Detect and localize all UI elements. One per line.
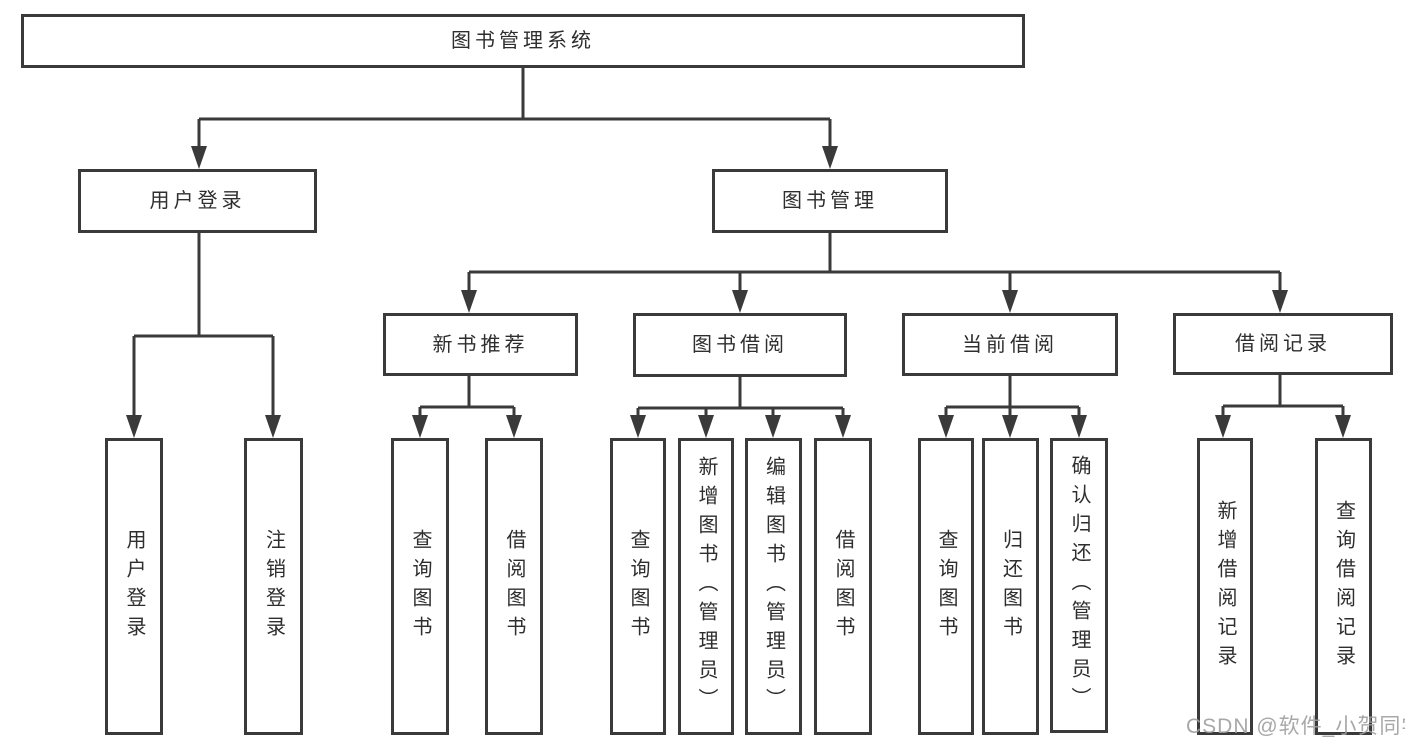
- leaf-query-books-recommend: 查询图书: [391, 438, 449, 735]
- connector-borrowing-records-children: [1221, 375, 1345, 418]
- leaf-user-login: 用户登录: [105, 438, 163, 735]
- leaf-borrow-books-borrowing: 借阅图书: [814, 438, 872, 735]
- leaf-logout: 注销登录: [244, 438, 303, 735]
- leaf-query-borrow-record-label: 查询借阅记录: [1332, 499, 1355, 674]
- leaf-query-books-borrowing-label: 查询图书: [627, 528, 649, 645]
- leaf-add-borrow-record: 新增借阅记录: [1197, 438, 1253, 735]
- node-user-login: 用户登录: [78, 169, 317, 233]
- leaf-confirm-return-admin: 确认归还（管理员）: [1050, 438, 1108, 733]
- node-book-management: 图书管理: [712, 169, 948, 233]
- node-book-borrowing-label: 图书借阅: [692, 334, 788, 356]
- node-root: 图书管理系统: [21, 14, 1025, 68]
- node-borrowing-records-label: 借阅记录: [1235, 333, 1331, 355]
- leaf-edit-book-admin-label: 编辑图书（管理员）: [762, 456, 785, 717]
- leaf-borrow-books-borrowing-label: 借阅图书: [832, 528, 854, 645]
- leaf-logout-label: 注销登录: [262, 528, 285, 645]
- leaf-return-book-label: 归还图书: [999, 528, 1022, 645]
- leaf-query-books-current: 查询图书: [918, 438, 974, 735]
- node-book-management-label: 图书管理: [782, 190, 878, 212]
- connector-root-to-level2: [197, 68, 832, 148]
- leaf-query-books-current-label: 查询图书: [935, 528, 957, 645]
- leaf-borrow-books-recommend-label: 借阅图书: [503, 528, 525, 645]
- arrowheads: [126, 146, 1351, 438]
- node-current-borrowing-label: 当前借阅: [962, 333, 1058, 356]
- leaf-add-borrow-record-label: 新增借阅记录: [1214, 499, 1236, 674]
- connector-book-borrowing-children: [636, 377, 845, 418]
- leaf-user-login-label: 用户登录: [123, 528, 145, 645]
- leaf-add-book-admin-label: 新增图书（管理员）: [695, 456, 717, 717]
- node-new-book-recommend-label: 新书推荐: [432, 333, 529, 356]
- csdn-watermark: CSDN @软件_小贺同学: [1186, 715, 1405, 738]
- node-borrowing-records: 借阅记录: [1173, 313, 1393, 375]
- connector-new-book-recommend-children: [418, 376, 516, 418]
- leaf-borrow-books-recommend: 借阅图书: [485, 438, 543, 735]
- leaf-edit-book-admin: 编辑图书（管理员）: [745, 438, 802, 735]
- node-new-book-recommend: 新书推荐: [383, 313, 578, 376]
- leaf-query-books-borrowing: 查询图书: [610, 438, 666, 735]
- node-book-borrowing: 图书借阅: [633, 313, 847, 377]
- leaf-confirm-return-admin-label: 确认归还（管理员）: [1068, 455, 1090, 716]
- node-current-borrowing: 当前借阅: [902, 313, 1118, 376]
- connector-book-management-children: [467, 233, 1282, 293]
- node-user-login-label: 用户登录: [149, 190, 246, 212]
- leaf-query-borrow-record: 查询借阅记录: [1315, 438, 1372, 735]
- connector-user-login-children: [132, 233, 275, 417]
- leaf-return-book: 归还图书: [982, 438, 1039, 735]
- node-root-label: 图书管理系统: [451, 30, 595, 52]
- leaf-add-book-admin: 新增图书（管理员）: [678, 438, 734, 735]
- leaf-query-books-recommend-label: 查询图书: [409, 528, 431, 645]
- connector-current-borrowing-children: [944, 376, 1081, 418]
